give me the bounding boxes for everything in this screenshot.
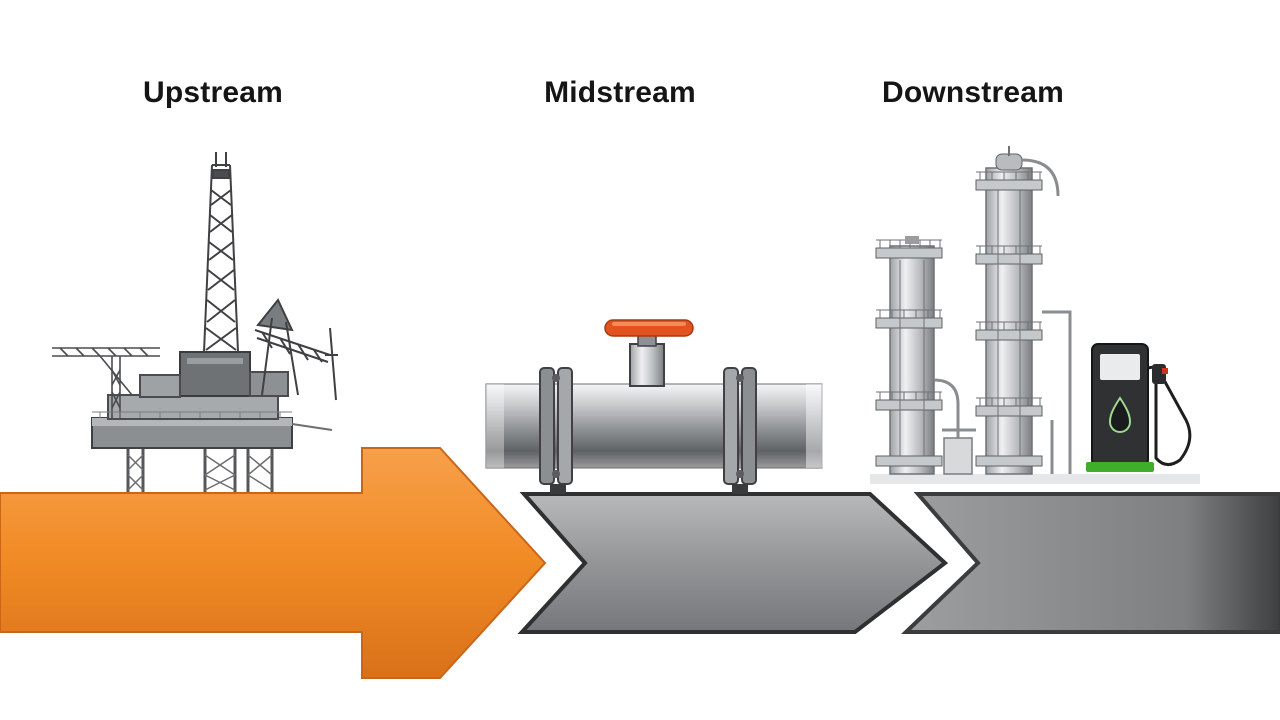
downstream-label: Downstream: [881, 76, 1065, 109]
midstream-arrow: [517, 492, 949, 634]
pipeline-valve-icon: [485, 319, 824, 494]
fuel-pump-icon: [1086, 343, 1192, 472]
midstream-label: Midstream: [544, 76, 696, 109]
upstream-arrow: [0, 447, 547, 679]
refinery-tower-left: [875, 236, 943, 475]
refinery-tower-right: [975, 146, 1060, 475]
refinery-fuel-pump-icon: [870, 146, 1200, 484]
oil-rig-icon: [52, 152, 338, 492]
upstream-label: Upstream: [143, 76, 283, 109]
downstream-arrow: [901, 492, 1280, 634]
